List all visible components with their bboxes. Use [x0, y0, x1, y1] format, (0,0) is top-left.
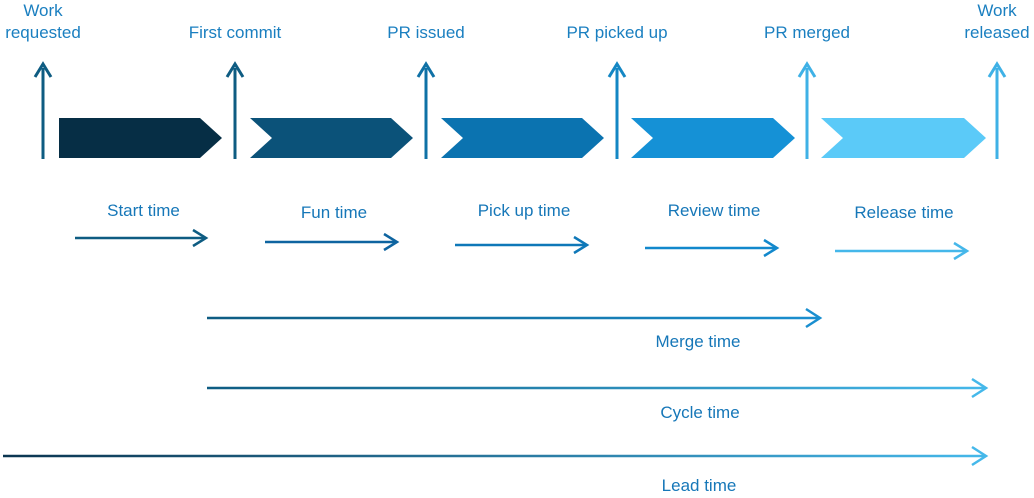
stage-arrow-head [763, 238, 780, 258]
milestone-pr-merged: PR merged [764, 23, 850, 159]
milestone-work-requested: Work requested [5, 1, 81, 159]
milestone-arrow-head [607, 61, 627, 78]
stage-arrow-fun-time [265, 232, 400, 252]
milestone-layer: Work requested First commit PR issued PR pic… [5, 1, 1030, 159]
span-lead-time: Lead time [3, 445, 989, 495]
milestone-pr-issued: PR issued [387, 23, 465, 159]
milestone-label-line: First commit [189, 23, 282, 42]
stage-label-pick-up-time: Pick up time [478, 201, 571, 220]
stage-arrow-start-time [75, 228, 209, 248]
stage-label-release-time: Release time [854, 203, 953, 222]
milestone-label-line: PR issued [387, 23, 464, 42]
milestone-label: Work requested [5, 1, 81, 42]
milestone-label: Work released [964, 1, 1029, 42]
milestone-label-line: PR picked up [566, 23, 667, 42]
span-label-merge-time: Merge time [655, 332, 740, 351]
milestone-label: PR picked up [566, 23, 667, 42]
stage-arrow-review-time [645, 238, 780, 258]
span-label-lead-time: Lead time [662, 476, 737, 495]
stage-arrow-head [383, 232, 400, 252]
milestone-label-line: PR merged [764, 23, 850, 42]
milestone-pr-picked-up: PR picked up [566, 23, 668, 159]
milestone-arrow-head [33, 61, 53, 78]
milestone-arrow-head [416, 61, 436, 78]
stage-label-fun-time: Fun time [301, 203, 367, 222]
span-arrow-head [971, 445, 989, 467]
stage-layer [59, 118, 986, 158]
milestone-label-line: requested [5, 23, 81, 42]
stage-arrow-pick-up-time [455, 235, 590, 255]
stage-label-start-time: Start time [107, 201, 180, 220]
span-cycle-time: Cycle time [207, 377, 989, 422]
stage-arrow-layer: Start time Fun time Pick up time Review tim… [75, 201, 970, 261]
span-arrow-head [805, 307, 823, 329]
span-merge-time: Merge time [207, 307, 823, 351]
milestone-label: First commit [189, 23, 282, 42]
stage-arrow-head [573, 235, 590, 255]
milestone-label-line: Work [23, 1, 63, 20]
milestone-arrow-head [797, 61, 817, 78]
span-label-cycle-time: Cycle time [660, 403, 739, 422]
stage-label-review-time: Review time [668, 201, 761, 220]
milestone-label: PR merged [764, 23, 850, 42]
stage-chevron-start-time [59, 118, 222, 158]
milestone-first-commit: First commit [189, 23, 282, 159]
stage-arrow-head [192, 228, 209, 248]
milestone-label: PR issued [387, 23, 464, 42]
stage-chevron-pick-up-time [441, 118, 604, 158]
milestone-arrow-head [225, 61, 245, 78]
span-arrow-head [971, 377, 989, 399]
stage-arrow-head [953, 241, 970, 261]
stage-arrow-release-time [835, 241, 970, 261]
milestone-label-line: Work [977, 1, 1017, 20]
stage-chevron-release-time [821, 118, 986, 158]
milestone-work-released: Work released [964, 1, 1030, 159]
stage-chevron-fun-time [250, 118, 413, 158]
milestone-label-line: released [964, 23, 1029, 42]
stage-chevron-review-time [631, 118, 795, 158]
milestone-arrow-head [987, 61, 1007, 78]
